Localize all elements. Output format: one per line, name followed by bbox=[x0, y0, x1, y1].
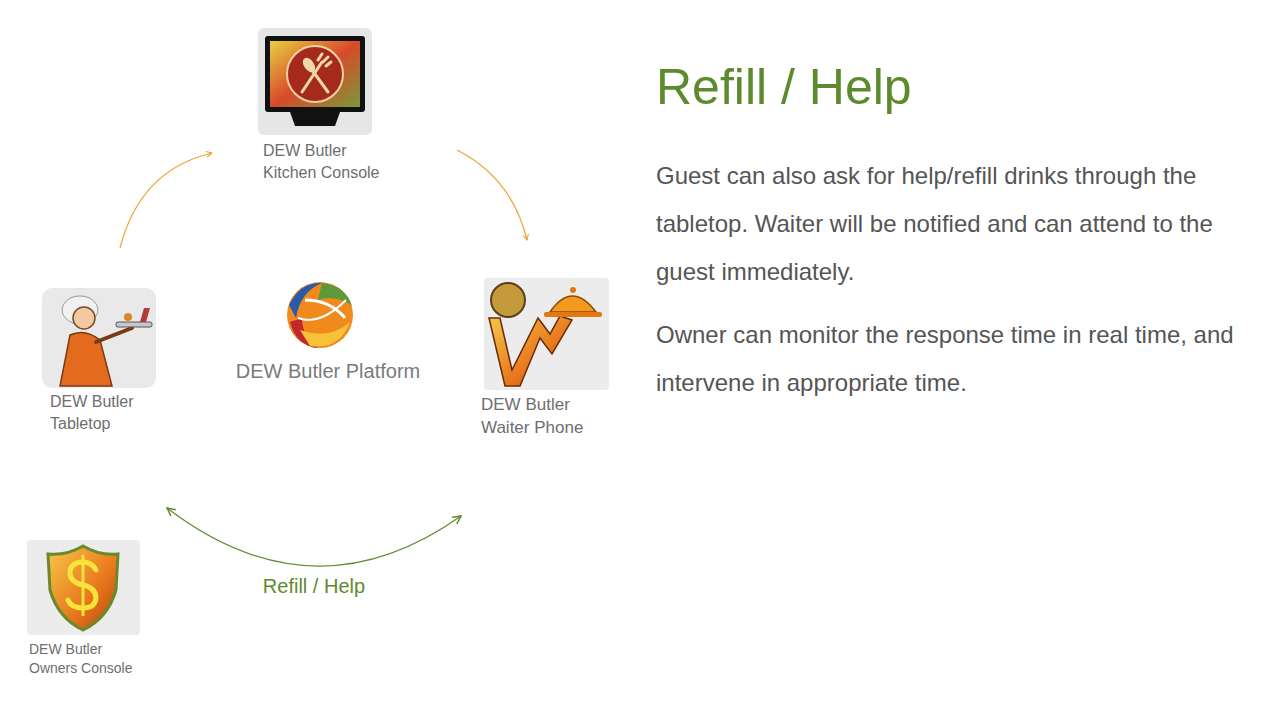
icon-node: DEW Butler Tabletop bbox=[42, 288, 166, 434]
flow-arrow bbox=[457, 150, 527, 240]
node-label: DEW Butler Platform bbox=[222, 358, 434, 385]
waiter-phone-icon bbox=[484, 278, 609, 390]
node-label: DEW Butler Waiter Phone bbox=[481, 394, 612, 440]
kitchen-console-icon bbox=[258, 28, 372, 135]
edge-label: Refill / Help bbox=[259, 575, 369, 598]
slide-title: Refill / Help bbox=[656, 58, 912, 116]
node-label: DEW Butler Tabletop bbox=[50, 391, 164, 434]
tabletop-butler-icon bbox=[42, 288, 156, 388]
icon-node: DEW Butler Kitchen Console bbox=[258, 28, 392, 183]
body-paragraph: Owner can monitor the response time in r… bbox=[656, 311, 1268, 407]
body-paragraph: Guest can also ask for help/refill drink… bbox=[656, 152, 1268, 296]
icon-node: DEW Butler Owners Console bbox=[27, 540, 155, 678]
flow-arrow bbox=[167, 508, 461, 566]
platform-logo bbox=[287, 282, 353, 348]
icon-node: DEW Butler Platform bbox=[222, 282, 436, 385]
node-label: DEW Butler Owners Console bbox=[29, 640, 153, 678]
flow-arrow bbox=[120, 153, 212, 248]
owners-console-icon bbox=[27, 540, 140, 635]
node-label: DEW Butler Kitchen Console bbox=[263, 140, 390, 183]
icon-node: DEW Butler Waiter Phone bbox=[480, 278, 614, 440]
